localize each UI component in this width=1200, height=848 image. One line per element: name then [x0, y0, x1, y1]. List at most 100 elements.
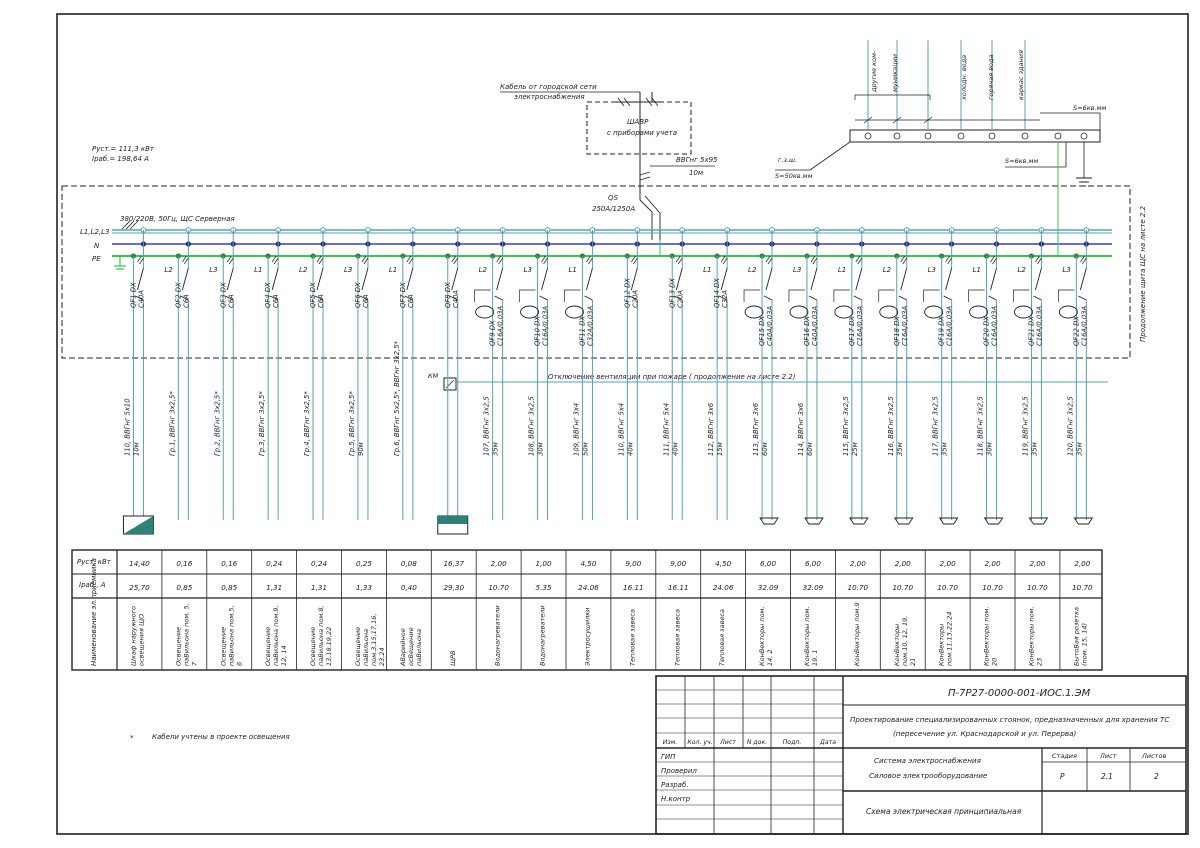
load-name-cell: КонВекторы пом.20	[983, 606, 999, 666]
row-i-label: Iраб., А	[79, 581, 106, 589]
phase-label: L2	[479, 266, 488, 274]
cable-label: 116, ВВГнг 3х2,535м	[887, 396, 904, 456]
cable-label: 117, ВВГнг 3х2,535м	[932, 396, 949, 456]
earth-bar-terminal	[957, 132, 965, 140]
load-power-cell: 0,08	[401, 559, 417, 568]
breaker-label: QF9 DXC16A/0,03A	[489, 306, 505, 346]
stamp-system-l2: Силовое электрооборудование	[869, 771, 988, 780]
power-set-label: Руст.= 111,3 кВт	[92, 145, 155, 153]
load-power-cell: 1,00	[536, 559, 552, 568]
breaker-contact-icon	[943, 267, 953, 301]
load-name-cell: ОсвещениепаВильона пом.8,13,18,19,22	[309, 605, 333, 666]
stamp-column-header: Кол. уч.	[687, 739, 712, 746]
shavr-label-2: с приборами учета	[607, 129, 677, 137]
main-earth-bar	[849, 129, 1101, 143]
load-name-cell: ОсвещениепаВильона пом.9,12, 14	[264, 605, 288, 666]
socket-outlet-icon	[938, 517, 959, 525]
phase-label: L1	[703, 266, 711, 274]
load-name-cell: ОсвещениепаВильонапом.3,15,17,16,23,24	[354, 614, 386, 666]
load-current-cell: 10.70	[1027, 583, 1048, 592]
load-name-cell: КонВекторы пом.9	[853, 602, 861, 666]
s6-top-label: S=6кв.мм	[1073, 104, 1106, 112]
footnote-text: Кабели учтены в проекте освещения	[152, 733, 290, 741]
communications-label: другие ком-	[870, 50, 878, 93]
stamp-sheets: 2	[1154, 772, 1159, 781]
phase-label: L3	[928, 266, 936, 274]
stamp-project-l2: (пересечение ул. Краснодарской и ул. Пер…	[893, 729, 1077, 738]
load-current-cell: 10.70	[1072, 583, 1093, 592]
rcd-icon	[1014, 305, 1033, 319]
rcd-icon	[1058, 305, 1078, 319]
load-current-cell: 24.06	[578, 583, 599, 592]
load-power-cell: 0,16	[176, 559, 192, 568]
load-name-cell: Тепловая завеса	[718, 609, 726, 666]
footnote-mark: *	[130, 734, 134, 742]
stamp-code: П-7Р27-0000-001-ИОС.1.ЭМ	[948, 688, 1091, 699]
load-power-cell: 16,37	[443, 559, 464, 568]
city-cable-label-2: электроснабжения	[514, 93, 585, 101]
socket-outlet-icon	[849, 517, 869, 525]
sheet-frame	[56, 13, 1189, 835]
load-name-cell: Шкаф наружногоосвещения ЩО	[129, 606, 145, 666]
earth-bar-terminal	[1054, 132, 1062, 140]
load-power-cell: 2,00	[491, 559, 507, 568]
load-power-cell: 14,40	[129, 559, 150, 568]
rcd-icon	[969, 305, 988, 319]
socket-outlet-icon	[983, 517, 1004, 525]
cable-label: Гр.5, ВВГнг 3х2,5*90м	[348, 391, 365, 456]
phase-label: L3	[1062, 266, 1070, 274]
load-name-cell: АВарийноеосВещениепаВильона	[399, 627, 423, 667]
stamp-sheet: 2.1	[1101, 772, 1113, 781]
load-current-cell: 5.35	[536, 583, 552, 592]
load-power-cell: 0,16	[221, 559, 237, 568]
stamp-role: Разраб.	[661, 781, 689, 789]
phase-label: L1	[254, 266, 262, 274]
load-power-cell: 0,24	[266, 559, 282, 568]
phase-label: L3	[524, 266, 532, 274]
load-current-cell: 32.09	[803, 583, 824, 592]
phase-label: L1	[973, 266, 981, 274]
load-name-cell: КонВекторыпом.10, 12, 19,21	[893, 616, 917, 666]
socket-outlet-icon	[804, 517, 824, 525]
breaker-contact-icon	[808, 267, 818, 301]
ventilation-panel-fill	[437, 516, 468, 524]
bus-n-label: N	[94, 242, 100, 250]
rcd-icon	[744, 305, 764, 319]
cable-label: 115, ВВГнг 3х2,525м	[842, 396, 859, 456]
load-name-cell: КонВекторы пом.14, 2	[758, 606, 774, 666]
load-name-cell: Тепловая завеса	[673, 609, 681, 666]
load-current-cell: 10.70	[848, 583, 869, 592]
stamp-drawing-name: Схема электрическая принципиальная	[866, 807, 1022, 816]
breaker-contact-icon	[494, 267, 504, 301]
stamp-stage: Р	[1060, 772, 1065, 781]
load-current-cell: 10.70	[488, 583, 509, 592]
power-work-current-label: Iраб.= 198,64 А	[92, 155, 149, 163]
cable-label: 118, ВВГнг 3х2,530м	[977, 396, 994, 456]
cable-label: 109, ВВГнг 3х450м	[572, 403, 589, 456]
load-power-cell: 4,50	[715, 559, 731, 568]
load-current-cell: 0,40	[401, 583, 417, 592]
rcd-icon	[475, 305, 495, 319]
cable-label: 110, ВВГнг 5х1010м	[123, 398, 140, 456]
breaker-label: QF17 DXC16A/0,03A	[848, 306, 864, 346]
load-power-cell: 0,24	[311, 559, 327, 568]
breaker-contact-icon	[180, 267, 189, 301]
load-power-cell: 4,50	[580, 559, 596, 568]
phase-label: L1	[838, 266, 846, 274]
cable-label: 111, ВВГнг 5х440м	[662, 403, 679, 456]
breaker-contact-icon	[718, 267, 728, 301]
breaker-label: QF22 DXC16A/0,03A	[1072, 306, 1088, 346]
bus-pe-label: PE	[92, 255, 101, 263]
cable-label: 114, ВВГнг 3х660м	[797, 402, 814, 456]
stamp-column-header: N док.	[747, 739, 767, 746]
load-table: Руст, кВт Iраб., А Наименование эл.прием…	[71, 549, 1103, 671]
breaker-label: QF20 DXC16A/0,03A	[983, 306, 999, 346]
phase-label: L1	[568, 266, 576, 274]
breaker-contact-icon	[1033, 267, 1042, 301]
input-cable-label: ВВГнг 5х95	[676, 156, 718, 164]
load-current-cell: 16.11	[668, 583, 689, 592]
